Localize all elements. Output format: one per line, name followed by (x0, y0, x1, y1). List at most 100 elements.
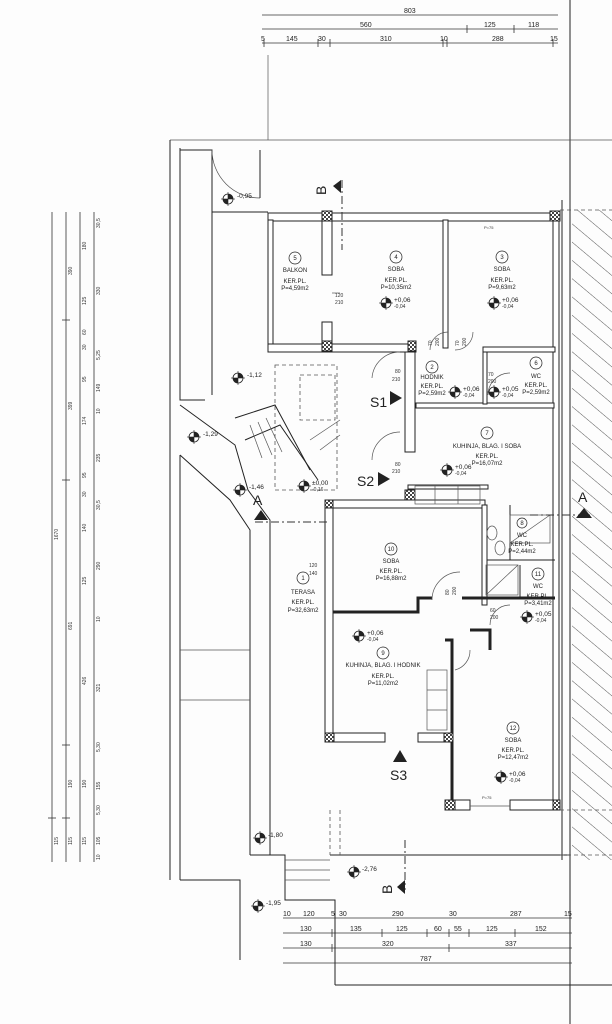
room-floor: KER.PL. (490, 278, 513, 284)
dim-label: 30 (82, 344, 88, 350)
room-number: 6 (534, 361, 538, 367)
room-name: WC (531, 374, 542, 380)
dim-label: 691 (68, 621, 74, 630)
level-value: -0,04 (535, 618, 547, 624)
room-label-10: 10 SOBA KER.PL. P=16,88m2 (376, 542, 408, 582)
room-area: P=4,59m2 (281, 286, 309, 292)
dim-label: 125 (484, 22, 496, 29)
dim-label: 125 (396, 926, 408, 933)
dim-label: 60 (82, 329, 88, 335)
level-value: -1,12 (247, 372, 262, 379)
room-number: 2 (430, 365, 434, 371)
room-floor: KER.PL. (371, 674, 394, 680)
dim-label: 149 (96, 383, 102, 392)
room-area: P=12,47m2 (498, 755, 530, 761)
level-value: -1,95 (266, 900, 281, 907)
level-value: -1,29 (203, 431, 218, 438)
dim-label: 390 (68, 266, 74, 275)
dim-label: 120 (303, 911, 315, 918)
room-number: 3 (500, 255, 504, 261)
dim-label: 30 (82, 491, 88, 497)
door-height: 210 (392, 469, 401, 475)
room-name: SOBA (494, 267, 511, 273)
room-area: P=2,44m2 (508, 549, 536, 555)
section-label: A (578, 489, 588, 505)
site-outline (169, 0, 612, 1024)
room-name: WC (533, 584, 544, 590)
dim-label: 330 (96, 286, 102, 295)
room-label-2: 2 HODNIK KER.PL. P=2,59m2 (418, 360, 446, 397)
room-label-9: 9 KUHINJA, BLAG. I HODNIK KER.PL. P=11,0… (345, 646, 421, 687)
dim-label: 130 (300, 926, 312, 933)
room-floor: KER.PL. (524, 383, 547, 389)
level-marker: +0,06-0,04 (447, 384, 480, 400)
room-area: P=16,88m2 (376, 576, 408, 582)
dim-label: 190 (68, 779, 74, 788)
level-value: +0,06 (367, 630, 384, 637)
dim-label: 10 (283, 911, 291, 918)
dim-label: 55 (454, 926, 462, 933)
room-label-1: 1 TERASA KER.PL. P=32,63m2 (288, 571, 319, 614)
level-value: +0,06 (502, 297, 519, 304)
door-width: 60 (490, 608, 496, 614)
room-name: WC (517, 533, 528, 539)
section-marker-s2: S2 (357, 472, 390, 489)
section-marker-s3: S3 (390, 750, 407, 783)
door-width: 70 (488, 372, 494, 378)
dim-label: 337 (505, 941, 517, 948)
level-marker: ±0,00-0,16 (296, 478, 329, 494)
door-height: 200 (490, 615, 499, 621)
dim-label: 5,25 (96, 350, 102, 360)
room-name: HODNIK (420, 375, 443, 381)
door-height: 200 (435, 337, 441, 346)
dim-label: 310 (380, 36, 392, 43)
dim-label: 140 (82, 523, 88, 532)
room-area: P=9,63m2 (488, 285, 516, 291)
room-floor: KER.PL. (379, 569, 402, 575)
room-area: P=3,41m2 (524, 601, 552, 607)
dim-label: 10 (96, 854, 102, 860)
level-value: -0,04 (455, 471, 467, 477)
room-label-3: 3 SOBA KER.PL. P=9,63m2 (488, 250, 516, 291)
section-label: B (379, 885, 395, 894)
room-label-6: 6 WC KER.PL. P=2,59m2 (522, 356, 550, 396)
door-height: 200 (452, 586, 458, 595)
dim-label: 118 (528, 22, 539, 29)
room-number: 5 (293, 256, 297, 262)
room-label-5: 5 BALKON KER.PL. P=4,59m2 (281, 251, 309, 292)
room-floor: KER.PL. (291, 600, 314, 606)
dim-label: 30,5 (96, 500, 102, 510)
dim-label: 30,5 (96, 218, 102, 228)
level-marker: -1,12 (230, 370, 262, 386)
dim-label: 235 (96, 453, 102, 462)
dim-label: 115 (54, 837, 60, 845)
section-marker-a-left: A (253, 492, 268, 520)
level-value: +0,06 (394, 297, 411, 304)
section-marker-s1: S1 (370, 391, 402, 410)
room-floor: KER.PL. (475, 454, 498, 460)
dim-label: 60 (434, 926, 442, 933)
dim-label: 190 (82, 779, 88, 788)
dim-label: 95 (82, 376, 88, 382)
room-name: BALKON (283, 268, 307, 274)
room-number: 12 (510, 726, 517, 732)
door-height: 200 (488, 379, 497, 385)
door-width: 80 (395, 462, 401, 468)
dim-label: 321 (96, 683, 102, 692)
room-floor: KER.PL. (283, 279, 306, 285)
hatched-neighbor-area (572, 210, 612, 860)
room-area: P=2,59m2 (418, 391, 446, 397)
level-marker: -1,29 (186, 429, 218, 445)
window-label: P=75 (484, 225, 494, 230)
level-value: -0,04 (463, 393, 475, 399)
section-marker-a-right: A (576, 489, 592, 518)
level-marker: -1,95 (250, 898, 281, 914)
dim-label: 15 (550, 36, 558, 43)
level-marker: +0,06-0,04 (439, 462, 472, 478)
dim-label: 135 (350, 926, 362, 933)
section-label: A (253, 492, 263, 508)
level-marker: +0,05-0,04 (519, 609, 552, 625)
dim-label: 787 (420, 956, 432, 963)
level-marker: +0,06-0,04 (486, 295, 519, 311)
door-height: 210 (392, 377, 401, 383)
